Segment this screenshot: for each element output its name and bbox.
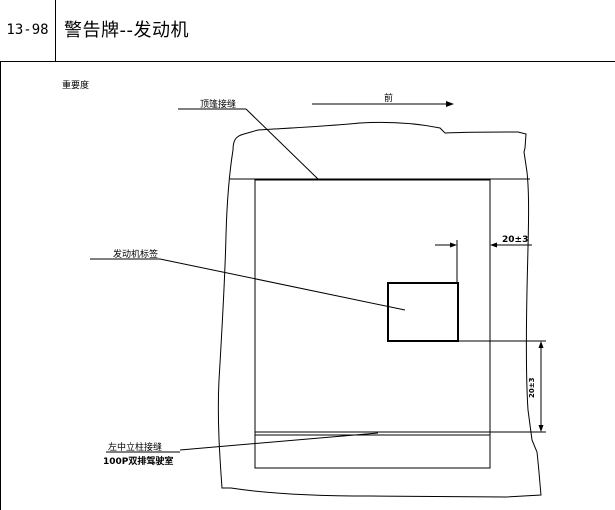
dim-side-arrow-top (538, 341, 544, 348)
pillar-seam-leader (179, 432, 379, 451)
importance-label: 重要度 (62, 79, 89, 91)
roof-seam-leader (245, 108, 319, 180)
engine-label-leader (159, 258, 406, 311)
page-title: 警告牌--发动机 (64, 20, 189, 41)
engine-warning-label-box (387, 282, 459, 342)
pillar-seam-label: 左中立柱接缝 (108, 441, 162, 453)
dim-side-value: 20±3 (528, 377, 536, 398)
header-bar: 13-98 警告牌--发动机 (0, 0, 615, 62)
front-label: 前 (384, 92, 393, 104)
inner-panel-frame (254, 179, 491, 469)
front-arrow-head (446, 101, 454, 107)
page-left-border (0, 62, 1, 510)
dim-side-arrow-bottom (538, 425, 544, 432)
model-label: 100P双排驾驶室 (103, 455, 173, 467)
roof-seam-label: 顶篷接缝 (200, 98, 236, 110)
panel-outline (217, 121, 542, 498)
engine-label-callout: 发动机标签 (113, 248, 158, 260)
dim-top-arrow-left (450, 242, 457, 248)
dim-top-arrow-right (490, 242, 497, 248)
document-number: 13-98 (0, 0, 56, 61)
dim-top-value: 20±3 (502, 235, 528, 245)
